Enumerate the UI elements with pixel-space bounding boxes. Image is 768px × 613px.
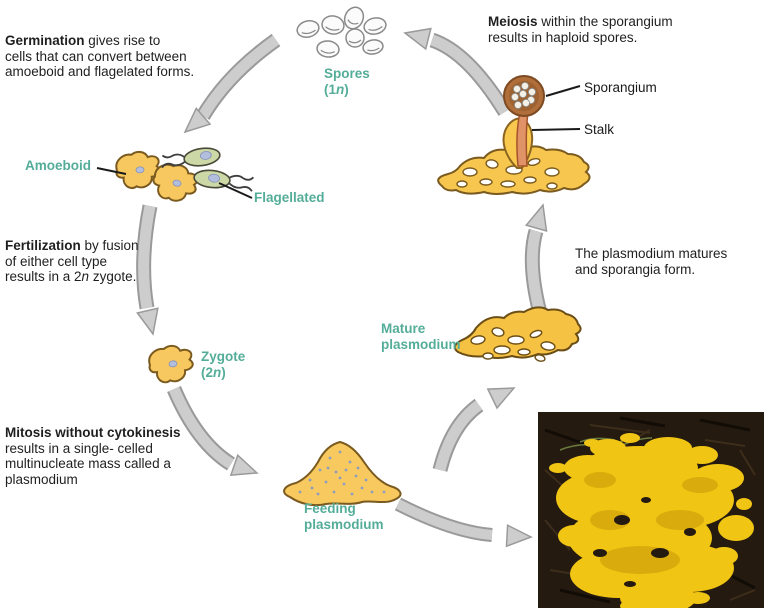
label-line: Feeding [304,501,356,516]
ploidy-symbol: n [213,365,222,380]
ploidy-text: (1 [324,82,337,97]
mature-plasmodium-label: Mature plasmodium [381,321,461,353]
mitosis-arrow [167,386,259,476]
germination-annotation: Germination gives rise to cells that can… [5,33,205,80]
slime-mold-gaps [593,497,696,587]
ploidy-text: ) [344,82,349,97]
pointer-lines [96,85,581,199]
annotation-text: zygote. [89,269,137,284]
sporangium-label: Sporangium [584,80,657,95]
amoeboid-label: Amoeboid [25,158,91,173]
label-line: (2n) [201,365,245,381]
stalk-label: Stalk [584,122,615,137]
annotation-line: amoeboid and flagelated forms. [5,64,195,79]
label-line: plasmodium [381,337,461,352]
annotation-bold-term: Germination [5,33,85,48]
annotation-text: results in a 2 [5,269,82,284]
label-line: (1n) [324,82,370,98]
label-line: Mature [381,321,426,336]
spores-illustration [296,6,387,58]
flagellated-pointer-line [218,182,253,199]
annotation-line: multinucleate mass called a [5,456,171,471]
mature-plasmodium-illustration [453,306,582,362]
ploidy-symbol: n [81,269,90,284]
meiosis-arrow [403,27,512,116]
fertilization-arrow [136,204,159,336]
feeding-plasmodium-label: Feeding plasmodium [304,501,384,533]
annotation-line: results in a single- celled [5,440,153,456]
annotation-line: The plasmodium matures [575,246,728,261]
annotation-text: within the sporangium [537,14,673,29]
feeding-to-mature-arrow [432,387,516,472]
amoeboid-pointer-line [96,167,127,175]
feeding-plasmodium-illustration [283,440,402,507]
fertilization-annotation: Fertilization by fusion of either cell t… [5,238,165,285]
stalk-pointer-line [531,128,581,131]
germination-arrow [183,33,281,134]
ploidy-text: (2 [201,365,214,380]
annotation-line: Meiosis within the sporangium [488,14,698,30]
annotation-text: by fusion [80,238,139,253]
annotation-line: Germination gives rise to [5,33,205,49]
stalk-shape [516,111,529,167]
spores-label: Spores (1n) [324,66,370,98]
label-line: Zygote [201,349,246,364]
annotation-line: Fertilization by fusion [5,238,165,254]
label-line: Spores [324,66,370,81]
annotation-line: plasmodium [5,471,78,487]
annotation-text: gives rise to [84,33,161,48]
ploidy-symbol: n [336,82,345,97]
ploidy-text: ) [221,365,226,380]
flagellated-label: Flagellated [254,190,325,205]
plasmodium-speckles [298,450,386,496]
label-line: plasmodium [304,517,384,532]
sporangium-pointer-line [545,85,581,97]
annotation-line: of either cell type [5,253,108,269]
annotation-line: and sporangia form. [575,261,696,277]
maturation-arrow [524,203,548,315]
bark-texture-dark [544,416,756,604]
annotation-line: results in haploid spores. [488,29,638,45]
annotation-line: results in a 2n zygote. [5,269,165,285]
annotation-line: Mitosis without cytokinesis [5,425,205,441]
maturation-annotation: The plasmodium matures and sporangia for… [575,246,745,277]
annotation-line: cells that can convert between [5,48,187,64]
slime-mold-photo [538,412,764,608]
annotation-bold-term: Fertilization [5,238,81,253]
amoeboid-cells-illustration [113,148,201,206]
mitosis-annotation: Mitosis without cytokinesis results in a… [5,425,205,487]
zygote-label: Zygote (2n) [201,349,245,381]
spores-in-capsule [510,82,537,110]
zygote-illustration [145,342,196,386]
sporangium-illustration [437,75,591,195]
annotation-bold-term: Mitosis without cytokinesis [5,425,181,440]
annotation-bold-term: Meiosis [488,14,538,29]
feeding-to-photo-arrow [394,497,533,548]
meiosis-annotation: Meiosis within the sporangium results in… [488,14,698,45]
